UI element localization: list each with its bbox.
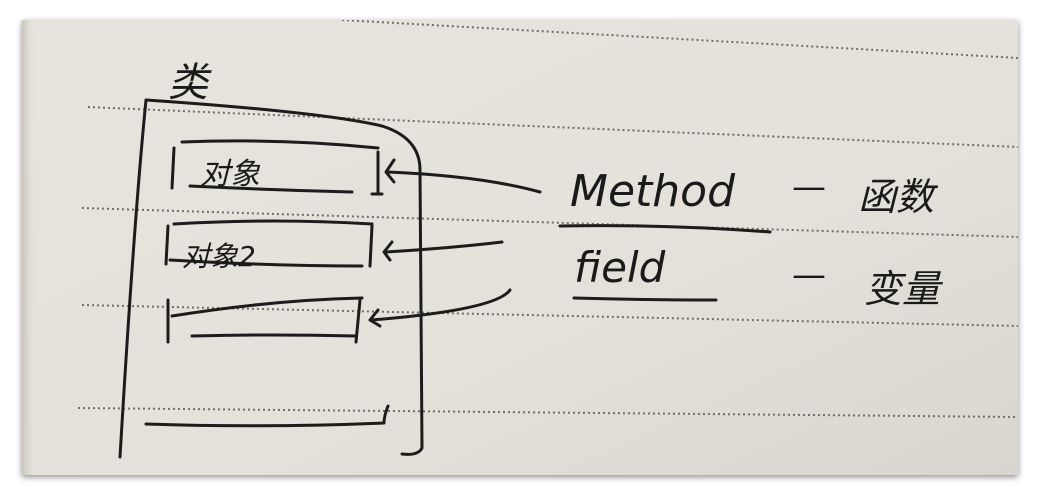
ruled-line: [81, 304, 1018, 327]
object-box-2: 对象2: [164, 219, 374, 273]
arrow-to-box-2: [384, 240, 504, 254]
term-underline: [558, 224, 772, 234]
box-left-edge: [164, 224, 170, 266]
class-right-bracket: [144, 98, 424, 456]
term-underline: [572, 296, 718, 302]
box-left-edge: [170, 146, 176, 190]
arrowhead-icon: [368, 308, 382, 328]
ruled-line: [77, 407, 1018, 418]
term-meaning-2: 变量: [864, 267, 944, 311]
box-bottom-edge: [168, 258, 364, 268]
term-dash: —: [792, 167, 826, 207]
object-box-3: [166, 296, 364, 344]
pointer-arrows: [368, 158, 542, 328]
box-bottom-edge: [188, 184, 354, 194]
box-top-edge: [172, 219, 374, 226]
term-row-1: Method — 函数: [558, 166, 939, 234]
class-left-line: [118, 98, 148, 459]
term-field: field: [574, 243, 666, 292]
paper-background: [22, 20, 1018, 475]
arrow-to-box-3: [370, 288, 512, 322]
box-top-edge: [180, 139, 380, 150]
box-bottom-edge: [190, 333, 358, 338]
class-bottom-line: [144, 404, 390, 428]
box-right-edge: [370, 150, 384, 196]
object-label-1: 对象: [200, 157, 261, 192]
object-label-2: 对象2: [182, 240, 256, 273]
object-box-1: 对象: [170, 139, 384, 196]
arrow-to-box-1: [386, 170, 542, 194]
term-meaning-1: 函数: [858, 175, 939, 219]
arrowhead-icon: [382, 240, 394, 262]
box-top-edge: [170, 296, 364, 318]
ruled-lines: [77, 20, 1018, 418]
page-edge: [22, 20, 36, 475]
box-right-edge: [354, 298, 362, 344]
notebook-page-photo: 类 对象 对象2: [22, 20, 1018, 475]
photo-frame: 类 对象 对象2: [22, 20, 1018, 475]
box-right-edge: [368, 224, 374, 268]
term-dash: —: [792, 255, 826, 295]
ruled-line: [81, 207, 1018, 238]
class-heading: 类: [168, 60, 212, 106]
arrowhead-icon: [384, 158, 396, 184]
term-row-2: field — 变量: [572, 243, 944, 311]
class-container: [118, 98, 424, 459]
ruled-line: [87, 106, 1018, 148]
term-method: Method: [570, 166, 736, 217]
